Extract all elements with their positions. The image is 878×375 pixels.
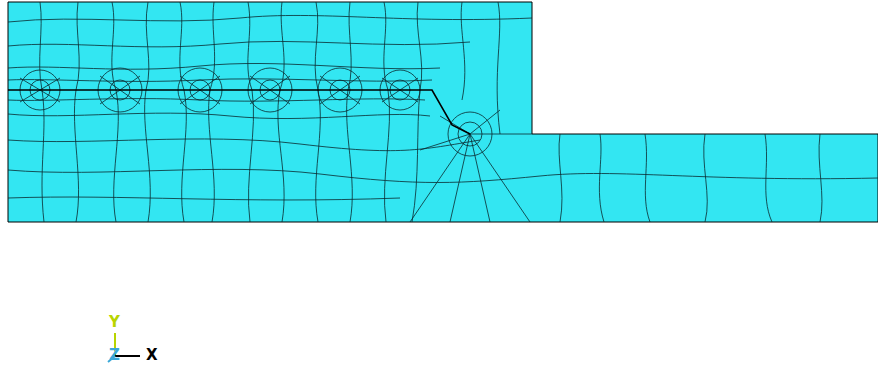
- crack-line: [8, 90, 470, 134]
- axis-label: Z: [109, 348, 120, 363]
- body-region: [8, 2, 878, 222]
- axis-label: Y: [109, 315, 120, 330]
- mesh-lines: [8, 2, 878, 222]
- axis-label: X: [146, 348, 158, 363]
